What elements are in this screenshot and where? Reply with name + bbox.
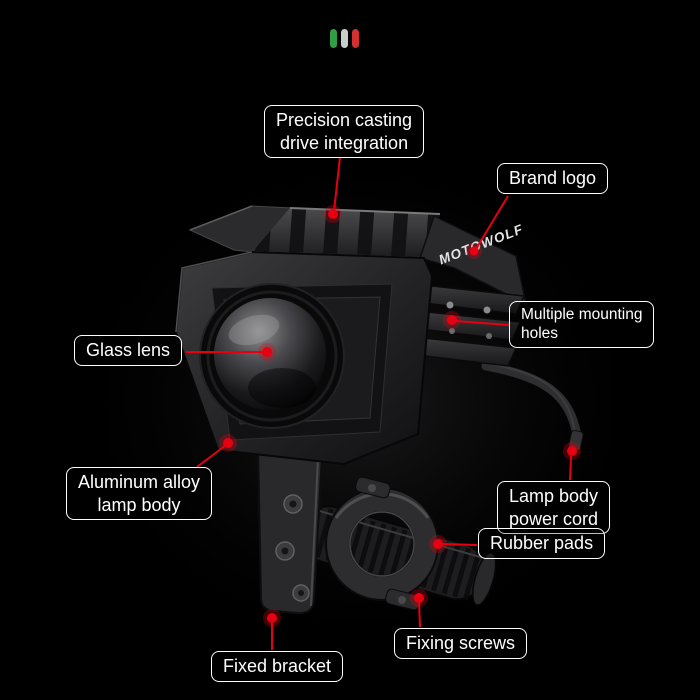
callout-glass-lens: Glass lens [74,335,183,366]
callout-label: Glass lens [86,340,171,360]
callout-fixing-screws: Fixing screws [394,628,528,659]
callout-brand-logo: Brand logo [497,163,609,194]
callout-label: Precision casting drive integration [276,110,413,153]
fixing-screws-graphic [275,494,310,602]
callout-label: Multiple mounting holes [521,306,643,343]
bracket-plate [256,446,324,615]
italian-flag-icon [330,29,359,48]
power-cord-graphic [481,361,584,451]
callout-label: Fixing screws [406,633,516,653]
mounting-hole [449,328,455,334]
callout-lamp-body-power-cord: Lamp body power cord [497,481,611,534]
mounting-hole [483,306,491,314]
lamp-body: MOTOWOLF [174,205,528,466]
callout-rubber-pads: Rubber pads [478,528,606,559]
mounting-hole [486,333,492,339]
clamp-bolt-bottom [398,596,406,604]
callout-label: Lamp body power cord [509,486,599,529]
callout-label: Aluminum alloy lamp body [78,472,201,515]
callout-precision-casting: Precision casting drive integration [264,105,425,158]
flag-bar-green [330,29,337,48]
callout-label: Brand logo [509,168,597,188]
callout-multiple-mounting-holes: Multiple mounting holes [509,301,655,348]
callout-label: Rubber pads [490,533,594,553]
clamp-bolt-top [368,484,376,492]
flag-bar-white [341,29,348,48]
callout-aluminum-alloy-lamp-body: Aluminum alloy lamp body [66,467,213,520]
cooling-fins [414,285,526,367]
mounting-hole [446,301,454,309]
flag-bar-red [352,29,359,48]
callout-label: Fixed bracket [223,656,332,676]
clamp-ring [324,476,440,611]
glass-lens-graphic [199,283,345,429]
callout-fixed-bracket: Fixed bracket [211,651,344,682]
